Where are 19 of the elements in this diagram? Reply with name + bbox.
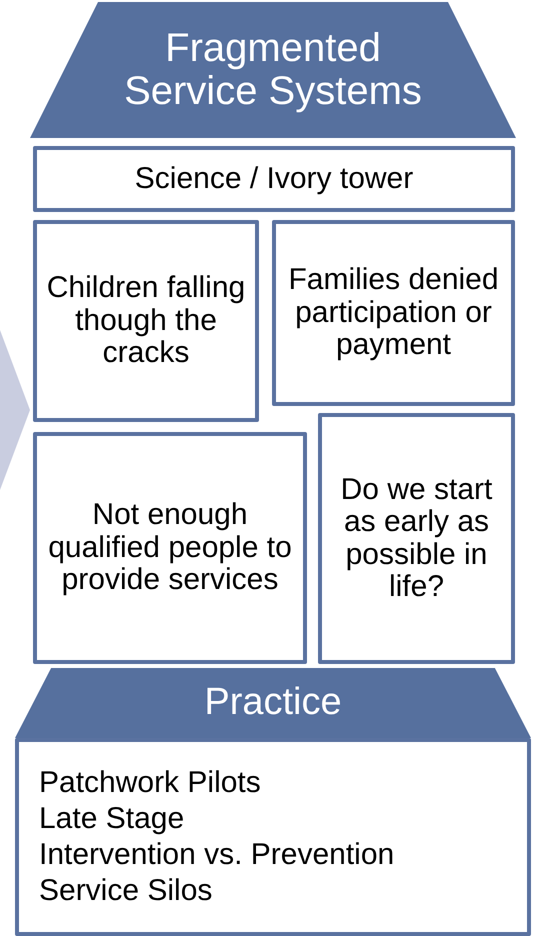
heading-text: Fragmented Service Systems bbox=[123, 26, 423, 114]
label-text: Late Stage bbox=[39, 801, 184, 837]
text-box bbox=[33, 220, 259, 422]
text-box bbox=[33, 146, 515, 212]
label-text: Do we start as early as possible in life? bbox=[340, 474, 494, 604]
text-box bbox=[15, 738, 531, 936]
header-shape bbox=[15, 668, 531, 738]
text-box bbox=[272, 220, 515, 406]
label-text: Service Silos bbox=[39, 873, 212, 909]
label-text: Children falling though the cracks bbox=[46, 272, 246, 370]
header-shape bbox=[30, 2, 516, 138]
label-text: Intervention vs. Prevention bbox=[39, 837, 394, 873]
label-text: Science / Ivory tower bbox=[134, 162, 414, 196]
label-text: Families denied participation or payment bbox=[287, 264, 500, 362]
text-box bbox=[318, 413, 515, 664]
text-box bbox=[33, 432, 307, 664]
label-text: Not enough qualified people to provide services bbox=[47, 499, 293, 597]
label-text: Patchwork Pilots bbox=[39, 765, 261, 801]
heading-text: Practice bbox=[204, 682, 342, 724]
